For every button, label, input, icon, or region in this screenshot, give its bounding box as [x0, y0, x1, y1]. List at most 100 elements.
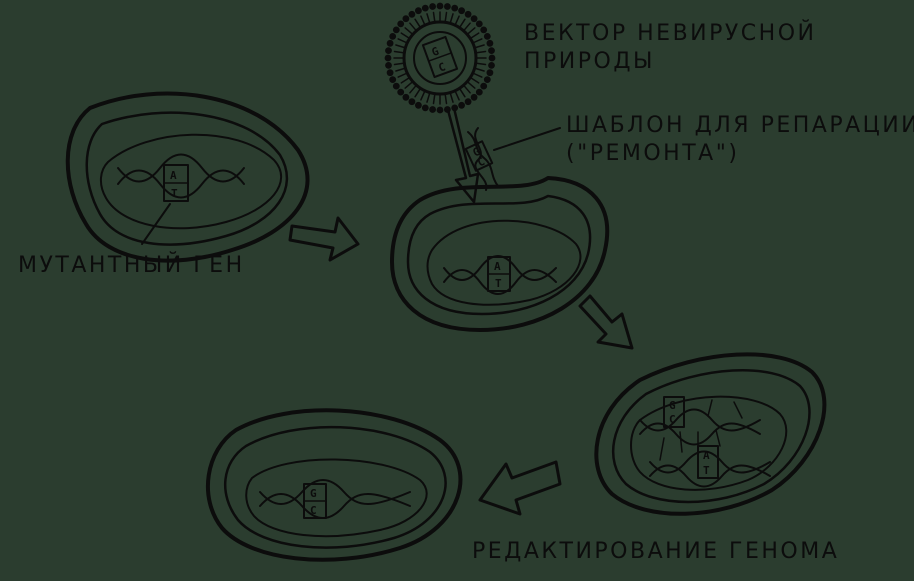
vector-spike	[474, 50, 487, 54]
vector-base-bottom: C	[437, 60, 448, 74]
vector-spike-head	[470, 93, 478, 101]
vector-spike-head	[444, 3, 451, 10]
cell-4-inner-membrane	[224, 425, 447, 549]
vector-spike	[454, 15, 460, 27]
vector-spike-head	[436, 2, 444, 10]
cell-3-top-base-bottom: C	[669, 413, 676, 426]
vector-spike	[409, 84, 418, 94]
cell-2-nucleus	[426, 219, 582, 306]
cell-editing: G C A T	[594, 352, 827, 516]
cell-1-base-top: A	[170, 169, 177, 182]
vector-spike	[473, 44, 485, 49]
vector-spike-head	[389, 33, 397, 40]
cell-2-base-bottom: T	[495, 277, 502, 290]
cell-1-dna: A T	[117, 153, 245, 202]
vector-spike-head	[421, 4, 429, 12]
vector-spike	[449, 13, 454, 25]
vector-spike	[466, 27, 476, 36]
vector-base-top: G	[430, 44, 441, 59]
vector-spike-head	[480, 26, 488, 34]
arrow-2	[578, 294, 634, 350]
vector-entry-arrow	[446, 106, 480, 204]
vector-spike-head	[486, 69, 494, 77]
vector-spike-head	[483, 76, 491, 83]
vector-spike	[474, 62, 487, 66]
vector-spike	[426, 91, 431, 103]
label-template: ШАБЛОН ДЛЯ РЕПАРАЦИИ ("РЕМОНТА")	[566, 112, 914, 168]
vector-spike-head	[488, 54, 496, 62]
cell-corrected: G C	[205, 408, 463, 562]
vector-spike	[462, 84, 471, 94]
vector-spike-head	[385, 47, 392, 54]
vector-spike-head	[408, 10, 416, 18]
repair-template: G C	[464, 127, 499, 191]
vector-spike-head	[389, 76, 397, 83]
vector-spike	[393, 62, 406, 66]
vector-spike-head	[436, 106, 444, 114]
vector-spike	[395, 44, 407, 49]
vector-spike	[395, 67, 407, 72]
vector-spike	[409, 22, 418, 32]
vector-spike-head	[475, 20, 483, 28]
vector-spike-head	[486, 39, 494, 47]
cell-3-bottom-base-top: A	[703, 449, 710, 462]
cell-mutant: A T	[65, 91, 310, 263]
vector-spike-head	[392, 26, 400, 34]
vector-spike-head	[421, 104, 429, 112]
vector-spike	[471, 72, 483, 78]
vector-spike-head	[397, 20, 405, 28]
vector-spike-head	[451, 4, 459, 12]
template-base-bottom: C	[475, 155, 486, 170]
vector-spike	[404, 27, 414, 36]
cell-3-dna-bottom: A T	[649, 445, 771, 488]
cell-3-inner-membrane	[611, 369, 811, 504]
cell-3-nucleus	[630, 395, 788, 491]
vector-spike-head	[415, 101, 422, 109]
vector-spike	[449, 91, 454, 103]
vector-spike	[469, 32, 480, 40]
vector-spike-head	[488, 47, 495, 54]
vector-spike	[473, 67, 485, 72]
cell-1-outer-membrane	[65, 91, 310, 263]
vector-spike-head	[392, 82, 400, 90]
cell-1-nucleus	[100, 133, 283, 230]
vector-spike-head	[464, 98, 472, 106]
label-mutant-gene: МУТАНТНЫЙ ГЕН	[18, 253, 245, 278]
cell-4-nucleus	[245, 458, 428, 538]
vector-spike-head	[470, 15, 478, 23]
vector-spike-head	[475, 88, 483, 96]
vector-spike	[432, 92, 436, 105]
cell-2-inner-membrane	[406, 194, 592, 316]
vector-spike-head	[458, 7, 465, 15]
cell-3-bottom-base-bottom: T	[703, 464, 710, 477]
vector-spike	[400, 32, 411, 40]
vector-spike	[420, 15, 426, 27]
vector-spike	[469, 76, 480, 84]
vector-spike-head	[458, 101, 465, 109]
cell-1-base-bottom: T	[171, 187, 178, 200]
vector-spike	[432, 11, 436, 24]
vector-spike	[458, 18, 466, 29]
label-template-line-1: ШАБЛОН ДЛЯ РЕПАРАЦИИ	[566, 113, 914, 138]
vector-spike	[444, 11, 448, 24]
cell-receiving-vector: A T	[390, 176, 610, 332]
vector-spike	[444, 92, 448, 105]
cell-1-inner-membrane	[85, 111, 289, 246]
vector-spike	[426, 13, 431, 25]
cell-4-base-bottom: C	[310, 504, 317, 517]
template-base-top: G	[471, 145, 483, 160]
vector-spike	[458, 87, 466, 98]
vector-inner-ring	[413, 31, 467, 85]
vector-spike	[404, 80, 414, 89]
vector-spike-head	[385, 62, 392, 69]
vector-spike-head	[415, 7, 422, 15]
mutant-gene-pointer	[141, 203, 171, 245]
cell-3-outer-membrane	[594, 352, 827, 516]
cell-4-outer-membrane	[205, 408, 463, 562]
vector-spike-head	[386, 69, 394, 77]
label-vector: ВЕКТОР НЕВИРУСНОЙ ПРИРОДЫ	[524, 20, 816, 76]
vector-spike-head	[488, 62, 495, 69]
vector-spike-head	[464, 10, 472, 18]
